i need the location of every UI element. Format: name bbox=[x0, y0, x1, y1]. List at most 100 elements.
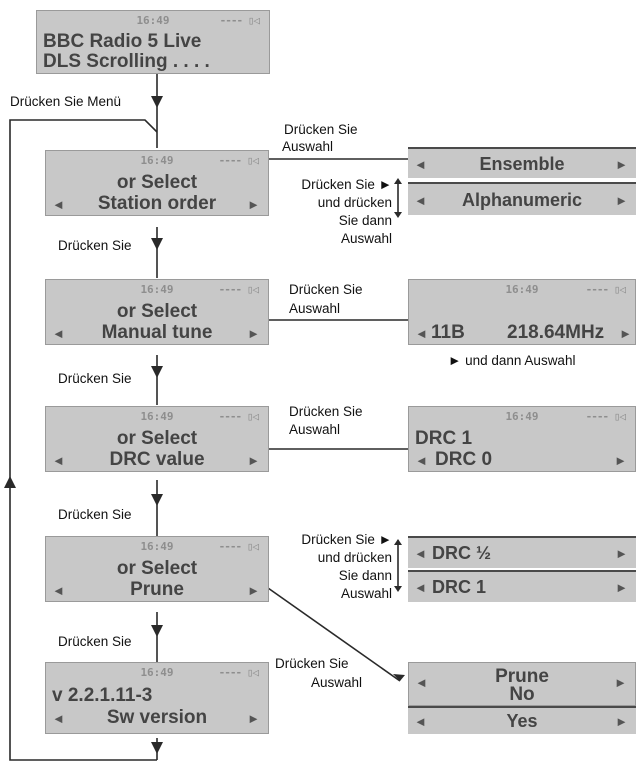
dls-text: DLS Scrolling . . . . bbox=[43, 51, 210, 72]
tune-frequency: 218.64MHz bbox=[507, 322, 605, 343]
label-press-1: Drücken Sie bbox=[58, 238, 132, 253]
lcd-prune-result: ◄ Prune No ► bbox=[408, 662, 636, 706]
menu-item-station-order: Station order bbox=[97, 193, 217, 214]
label-press-right-1b: und drücken bbox=[317, 195, 392, 210]
label-press-right-2b: und drücken bbox=[317, 550, 392, 565]
clock: 16:49 bbox=[140, 540, 174, 553]
signal-icon: ---- ▯◁ bbox=[218, 154, 259, 167]
left-arrow-icon: ◄ bbox=[414, 714, 427, 729]
bracket-arrow-top-2 bbox=[394, 539, 402, 545]
arrow-down-1 bbox=[151, 96, 163, 108]
clock: 16:49 bbox=[140, 154, 174, 167]
menu-item-prune: Prune bbox=[130, 579, 184, 600]
lcd-station-order: 16:49---- ▯◁ or Select ◄ Station order ► bbox=[45, 150, 269, 216]
or-select-text: or Select bbox=[116, 172, 198, 193]
arrow-up-loop bbox=[4, 476, 16, 488]
left-arrow-icon: ◄ bbox=[52, 326, 65, 341]
right-arrow-icon: ► bbox=[615, 546, 628, 561]
right-arrow-icon: ► bbox=[615, 714, 628, 729]
arrow-down-6 bbox=[151, 742, 163, 754]
lcd-drc-result: 16:49---- ▯◁ DRC 1 ◄ DRC 0 ► bbox=[408, 406, 636, 472]
right-arrow-icon: ► bbox=[247, 711, 260, 726]
label-press-menu: Drücken Sie Menü bbox=[10, 94, 122, 109]
clock: 16:49 bbox=[505, 283, 539, 296]
arrow-down-5 bbox=[151, 625, 163, 637]
lcd-main-display: 16:49 ---- ▯◁ BBC Radio 5 Live DLS Scroll… bbox=[36, 10, 270, 74]
label-press-select-4b: Auswahl bbox=[311, 675, 363, 690]
label-press-select-4a: Drücken Sie bbox=[275, 656, 349, 671]
label-press-2: Drücken Sie bbox=[58, 371, 132, 386]
label-press-right-1d: Auswahl bbox=[340, 231, 392, 246]
prune-title: Prune bbox=[495, 666, 549, 687]
label-press-3: Drücken Sie bbox=[58, 507, 132, 522]
signal-icon: ---- ▯◁ bbox=[218, 540, 259, 553]
label-press-select-3b: Auswahl bbox=[289, 422, 341, 437]
label-press-right-2d: Auswahl bbox=[340, 586, 392, 601]
menu-item-sw-version: Sw version bbox=[106, 707, 208, 728]
option-drc-1: ◄ DRC 1 ► bbox=[408, 570, 636, 602]
label-press-select-2a: Drücken Sie bbox=[289, 282, 363, 297]
right-arrow-icon: ► bbox=[615, 157, 628, 172]
left-arrow-icon: ◄ bbox=[414, 580, 427, 595]
menu-item-drc-value: DRC value bbox=[109, 449, 205, 470]
arrow-down-2 bbox=[151, 238, 163, 250]
clock: 16:49 bbox=[140, 410, 174, 423]
right-arrow-icon: ► bbox=[247, 453, 260, 468]
label-press-right-2c: Sie dann bbox=[338, 568, 392, 583]
arrow-down-3 bbox=[151, 366, 163, 378]
signal-icon: ---- ▯◁ bbox=[218, 283, 259, 296]
signal-icon: ---- ▯◁ bbox=[218, 410, 259, 423]
label-then-select: ► und dann Auswahl bbox=[448, 353, 576, 368]
left-arrow-icon: ◄ bbox=[414, 546, 427, 561]
left-arrow-icon: ◄ bbox=[52, 711, 65, 726]
signal-icon: ---- ▯◁ bbox=[218, 666, 259, 679]
left-arrow-icon: ◄ bbox=[415, 326, 428, 341]
option-drc-half: ◄ DRC ½ ► bbox=[408, 536, 636, 568]
left-arrow-icon: ◄ bbox=[52, 453, 65, 468]
signal-icon: ---- ▯◁ bbox=[219, 14, 260, 27]
clock: 16:49 bbox=[136, 14, 170, 27]
signal-icon: ---- ▯◁ bbox=[585, 283, 626, 296]
right-arrow-icon: ► bbox=[247, 326, 260, 341]
prune-no: No bbox=[509, 684, 535, 705]
left-arrow-icon: ◄ bbox=[415, 453, 428, 468]
clock: 16:49 bbox=[505, 410, 539, 423]
label-press-4: Drücken Sie bbox=[58, 634, 132, 649]
or-select-text: or Select bbox=[116, 558, 198, 579]
clock: 16:49 bbox=[140, 283, 174, 296]
option-ensemble: ◄ Ensemble ► bbox=[408, 147, 636, 178]
option-prune-yes: ◄ Yes ► bbox=[408, 706, 636, 734]
drc-half-text: DRC ½ bbox=[432, 543, 492, 563]
or-select-text: or Select bbox=[116, 301, 198, 322]
bracket-arrow-bottom-2 bbox=[394, 586, 402, 592]
lcd-prune: 16:49---- ▯◁ or Select ◄ Prune ► bbox=[45, 536, 269, 602]
lcd-tune-result: 16:49---- ▯◁ ◄ 11B 218.64MHz ► bbox=[408, 279, 636, 345]
drc-current: DRC 1 bbox=[415, 428, 473, 449]
left-arrow-icon: ◄ bbox=[52, 583, 65, 598]
label-press-right-2a: Drücken Sie ► bbox=[301, 532, 392, 547]
link-prune bbox=[267, 587, 401, 682]
drc-option: DRC 0 bbox=[435, 449, 493, 470]
prune-yes-text: Yes bbox=[506, 711, 538, 731]
arrow-prune-link bbox=[393, 674, 405, 681]
lcd-manual-tune: 16:49 ---- ▯◁ or Select ◄ Manual tune ► bbox=[45, 279, 269, 345]
right-arrow-icon: ► bbox=[615, 193, 628, 208]
right-arrow-icon: ► bbox=[614, 675, 627, 690]
label-press-right-1a: Drücken Sie ► bbox=[301, 177, 392, 192]
tune-channel: 11B bbox=[431, 322, 465, 343]
arrow-down-4 bbox=[151, 494, 163, 506]
right-arrow-icon: ► bbox=[614, 453, 627, 468]
station-name: BBC Radio 5 Live bbox=[43, 31, 202, 52]
left-arrow-icon: ◄ bbox=[415, 675, 428, 690]
left-arrow-icon: ◄ bbox=[414, 193, 427, 208]
right-arrow-icon: ► bbox=[615, 580, 628, 595]
bracket-arrow-bottom-1 bbox=[394, 212, 402, 218]
label-press-select-3a: Drücken Sie bbox=[289, 404, 363, 419]
lcd-sw-version: 16:49---- ▯◁ v 2.2.1.11-3 ◄ Sw version ► bbox=[45, 662, 269, 734]
menu-item-manual-tune: Manual tune bbox=[101, 322, 213, 343]
right-arrow-icon: ► bbox=[247, 197, 260, 212]
ensemble-text: Ensemble bbox=[479, 154, 565, 174]
bracket-arrow-top-1 bbox=[394, 178, 402, 184]
